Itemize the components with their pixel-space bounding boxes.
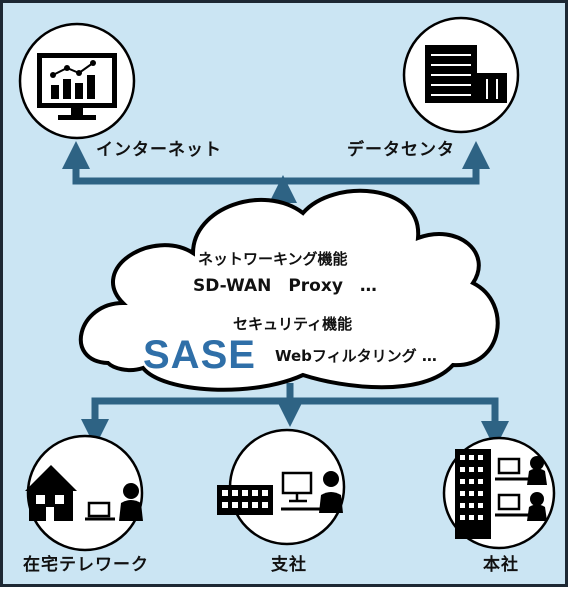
arrow-to-headquarters	[290, 397, 509, 449]
telework-node	[25, 434, 144, 552]
branch-label: 支社	[271, 555, 307, 575]
arrow-to-datacenter	[283, 141, 490, 185]
internet-label: インターネット	[96, 140, 222, 160]
security-title: セキュリティ機能	[233, 315, 353, 333]
networking-items: SD-WAN Proxy …	[193, 276, 377, 296]
headquarters-node	[442, 436, 556, 550]
monitor-chart-icon	[37, 53, 117, 120]
datacenter-node	[402, 16, 520, 134]
branch-office-worker-icon	[217, 471, 343, 515]
telework-label: 在宅テレワーク	[23, 555, 149, 575]
arrow-to-telework	[81, 383, 294, 447]
datacenter-label: データセンタ	[347, 140, 455, 160]
networking-title: ネットワーキング機能	[198, 250, 348, 268]
internet-node	[18, 22, 136, 140]
bottom-connectors	[81, 383, 509, 449]
server-building-icon	[425, 45, 507, 103]
sase-cloud	[78, 188, 500, 392]
security-items: Webフィルタリング …	[275, 347, 437, 365]
branch-node	[217, 428, 346, 546]
headquarters-label: 本社	[483, 555, 519, 575]
headquarters-workers-icon	[455, 449, 547, 539]
diagram-graphics	[18, 16, 556, 552]
home-laptop-worker-icon	[25, 465, 143, 521]
sase-title: SASE	[143, 333, 256, 377]
